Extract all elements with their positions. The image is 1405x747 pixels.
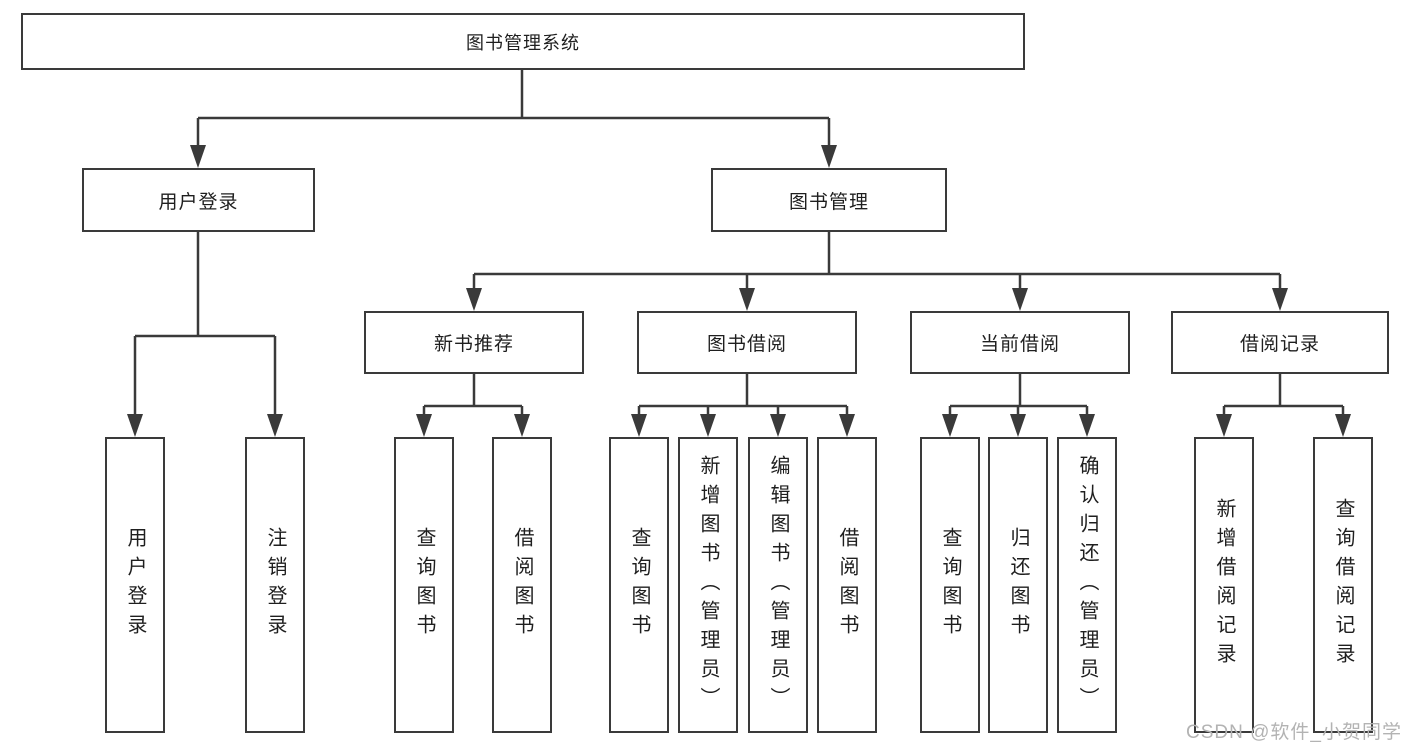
arrow-icon	[1272, 288, 1288, 311]
leaf-add-books-admin: 新增图书（管理员）	[678, 437, 738, 733]
node-label: 新书推荐	[433, 334, 514, 355]
node-borrow-record: 借阅记录	[1171, 311, 1389, 374]
node-label: 当前借阅	[979, 334, 1060, 355]
leaf-borrow-books-recommend: 借阅图书	[492, 437, 552, 733]
node-book-borrow: 图书借阅	[637, 311, 857, 374]
arrow-icon	[1010, 414, 1026, 437]
arrow-icon	[267, 414, 283, 437]
leaf-return-books: 归还图书	[988, 437, 1048, 733]
node-book-management: 图书管理	[711, 168, 947, 232]
leaf-edit-books-admin: 编辑图书（管理员）	[748, 437, 808, 733]
node-label: 借阅图书	[511, 527, 533, 643]
arrow-icon	[821, 145, 837, 168]
arrow-icon	[1012, 288, 1028, 311]
leaf-confirm-return-admin: 确认归还（管理员）	[1057, 437, 1117, 733]
leaf-logout: 注销登录	[245, 437, 305, 733]
node-label: 图书管理	[788, 191, 869, 213]
leaf-query-books-recommend: 查询图书	[394, 437, 454, 733]
node-label: 归还图书	[1007, 527, 1029, 643]
arrow-icon	[839, 414, 855, 437]
node-label: 编辑图书（管理员）	[767, 454, 789, 716]
arrow-icon	[466, 288, 482, 311]
leaf-add-borrow-record: 新增借阅记录	[1194, 437, 1254, 733]
arrow-icon	[700, 414, 716, 437]
node-label: 查询图书	[939, 527, 961, 643]
arrow-icon	[1335, 414, 1351, 437]
leaf-query-books-current: 查询图书	[920, 437, 980, 733]
arrow-icon	[514, 414, 530, 437]
arrow-icon	[631, 414, 647, 437]
node-new-book-recommend: 新书推荐	[364, 311, 584, 374]
arrow-icon	[127, 414, 143, 437]
leaf-query-borrow-record: 查询借阅记录	[1313, 437, 1373, 733]
node-label: 查询图书	[628, 527, 650, 643]
node-label: 查询借阅记录	[1332, 498, 1354, 672]
node-label: 用户登录	[124, 527, 146, 643]
node-label: 图书管理系统	[466, 32, 580, 53]
node-label: 借阅图书	[836, 527, 858, 643]
node-label: 借阅记录	[1239, 334, 1320, 355]
node-label: 新增图书（管理员）	[697, 454, 719, 716]
node-label: 新增借阅记录	[1213, 498, 1235, 672]
arrow-icon	[416, 414, 432, 437]
leaf-borrow-books: 借阅图书	[817, 437, 877, 733]
node-label: 图书借阅	[706, 334, 787, 355]
node-library-management-system: 图书管理系统	[21, 13, 1025, 70]
node-label: 查询图书	[413, 527, 435, 643]
arrow-icon	[1216, 414, 1232, 437]
node-label: 注销登录	[264, 527, 286, 643]
arrow-icon	[942, 414, 958, 437]
arrow-icon	[770, 414, 786, 437]
arrow-icon	[739, 288, 755, 311]
node-user-login: 用户登录	[82, 168, 315, 232]
arrow-icon	[190, 145, 206, 168]
connector-path	[133, 69, 1345, 416]
csdn-watermark: CSDN @软件_小贺同学	[1186, 722, 1402, 743]
node-label: 确认归还（管理员）	[1076, 454, 1098, 716]
node-label: 用户登录	[158, 191, 239, 213]
node-current-borrow: 当前借阅	[910, 311, 1130, 374]
leaf-query-books-borrow: 查询图书	[609, 437, 669, 733]
leaf-user-login: 用户登录	[105, 437, 165, 733]
arrow-icon	[1079, 414, 1095, 437]
